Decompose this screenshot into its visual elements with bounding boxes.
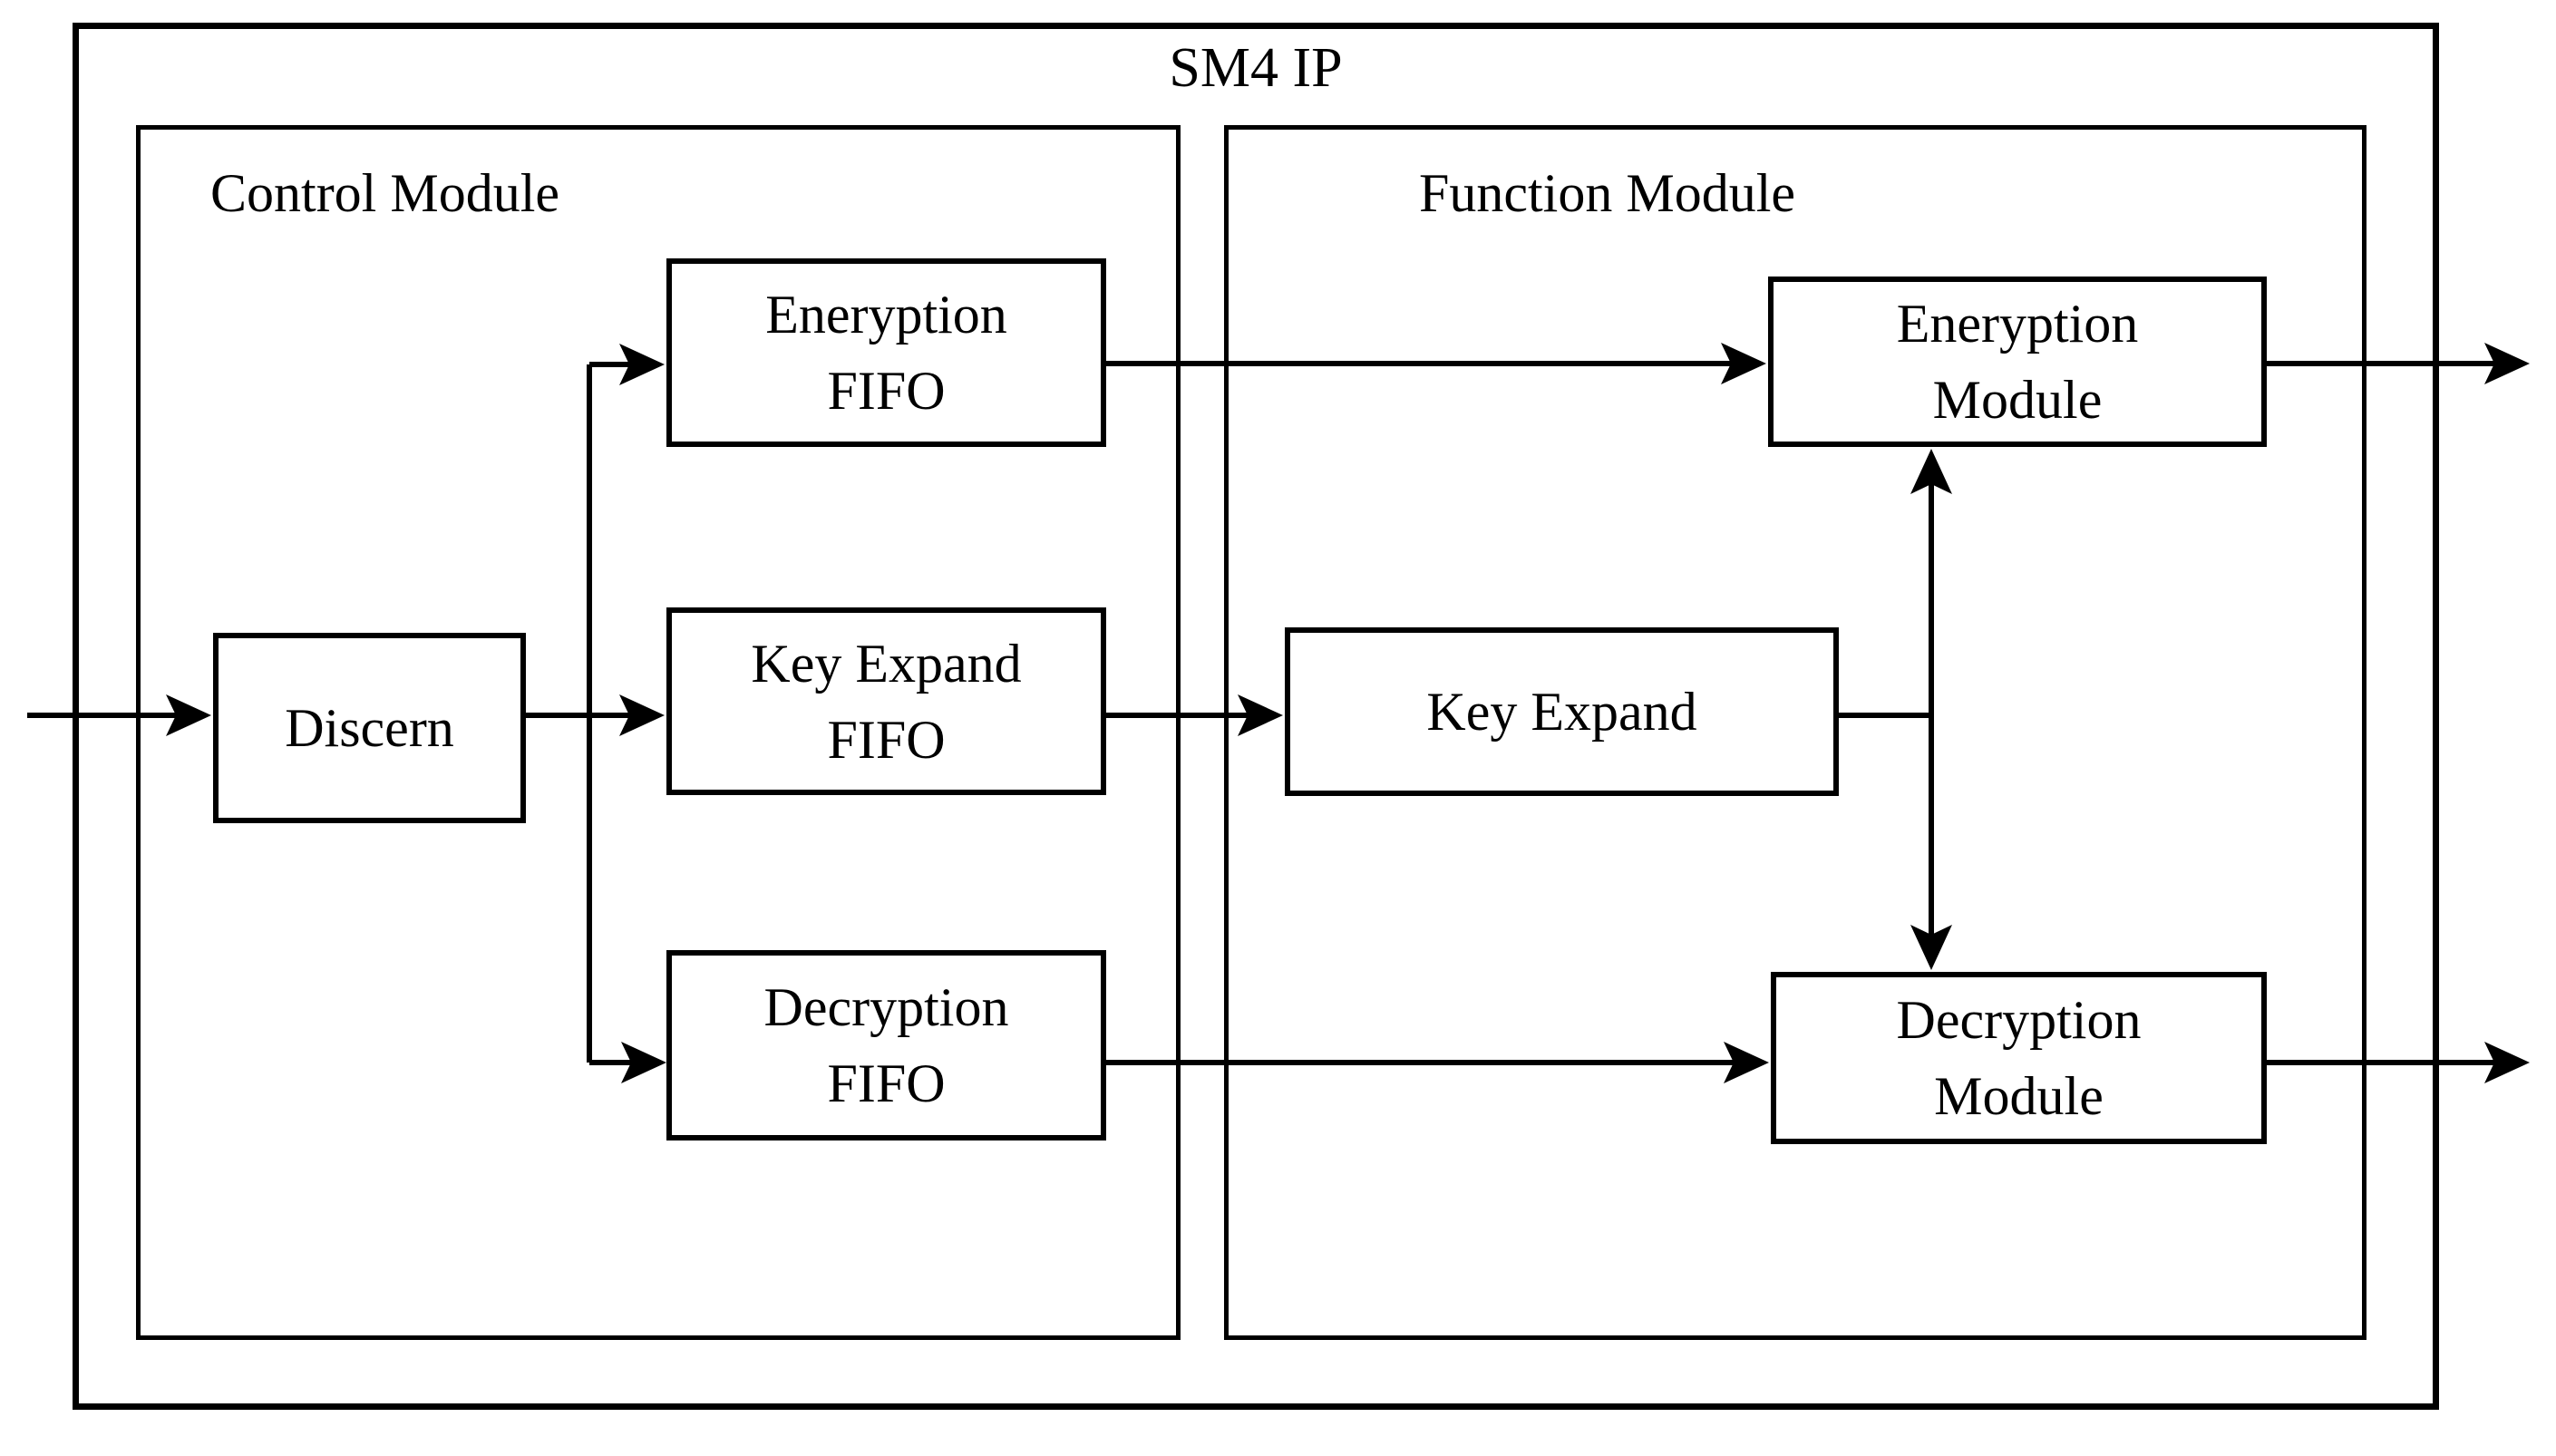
control-module-label: Control Module (210, 163, 559, 223)
node-label-line2: FIFO (827, 709, 946, 770)
node-discern: Discern (213, 633, 526, 823)
node-label-line1: Decryption (763, 977, 1009, 1037)
node-label: Discern (285, 698, 454, 758)
node-key-expand: Key Expand (1285, 627, 1839, 796)
node-label-line1: Key Expand (751, 633, 1022, 694)
node-encryption-module: Eneryption Module (1768, 277, 2267, 447)
node-decryption-module: Decryption Module (1771, 972, 2267, 1144)
node-label: Key Expand (1426, 682, 1697, 742)
node-label-line2: Module (1934, 1066, 2104, 1126)
node-encryption-fifo: Eneryption FIFO (666, 258, 1106, 447)
node-label-line1: Eneryption (1896, 294, 2139, 354)
node-label-line1: Eneryption (765, 285, 1007, 345)
node-label-line2: FIFO (827, 1053, 946, 1113)
function-module-label: Function Module (1419, 163, 1795, 223)
node-label-line1: Decryption (1896, 990, 2142, 1050)
sm4-ip-boundary (73, 23, 2439, 1410)
function-module-group (1224, 125, 2366, 1340)
node-label-line2: Module (1932, 370, 2103, 430)
node-decryption-fifo: Decryption FIFO (666, 950, 1106, 1141)
node-label-line2: FIFO (827, 361, 946, 421)
control-module-group (136, 125, 1181, 1340)
diagram-title: SM4 IP (1169, 37, 1343, 99)
node-key-expand-fifo: Key Expand FIFO (666, 607, 1106, 795)
